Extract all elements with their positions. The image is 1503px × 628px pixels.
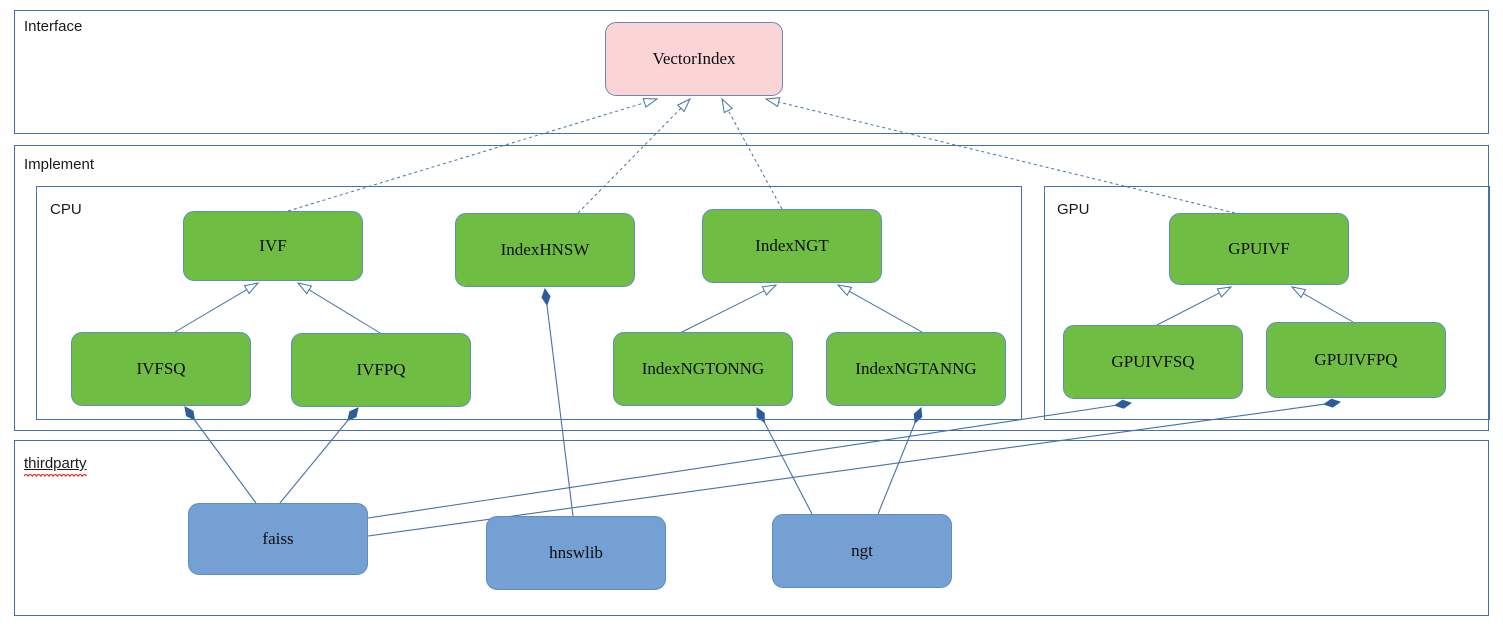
class-node-ivf[interactable]: IVF [183, 211, 363, 281]
container-label-implement: Implement [24, 156, 95, 173]
class-node-hnswlib[interactable]: hnswlib [486, 516, 666, 590]
container-thirdparty [14, 440, 1489, 616]
class-node-gpuivfpq[interactable]: GPUIVFPQ [1266, 322, 1446, 398]
container-label-interface: Interface [24, 18, 83, 35]
class-node-faiss[interactable]: faiss [188, 503, 368, 575]
spellcheck-squiggle-icon [24, 473, 87, 477]
class-node-indexngtonng[interactable]: IndexNGTONNG [613, 332, 793, 406]
container-implement [14, 145, 1489, 431]
container-cpu [36, 186, 1022, 420]
class-node-gpuivfsq[interactable]: GPUIVFSQ [1063, 325, 1243, 399]
container-label-cpu: CPU [50, 201, 82, 218]
container-interface [14, 10, 1489, 134]
class-node-vectorindex[interactable]: VectorIndex [605, 22, 783, 96]
container-gpu [1044, 186, 1490, 420]
class-node-ngt[interactable]: ngt [772, 514, 952, 588]
class-node-gpuivf[interactable]: GPUIVF [1169, 213, 1349, 285]
class-node-ivfsq[interactable]: IVFSQ [71, 332, 251, 406]
container-label-gpu: GPU [1057, 201, 1090, 218]
class-node-ivfpq[interactable]: IVFPQ [291, 333, 471, 407]
class-node-indexngt[interactable]: IndexNGT [702, 209, 882, 283]
container-label-thirdparty: thirdparty [24, 456, 87, 477]
class-node-indexngtanng[interactable]: IndexNGTANNG [826, 332, 1006, 406]
class-node-indexhnsw[interactable]: IndexHNSW [455, 213, 635, 287]
